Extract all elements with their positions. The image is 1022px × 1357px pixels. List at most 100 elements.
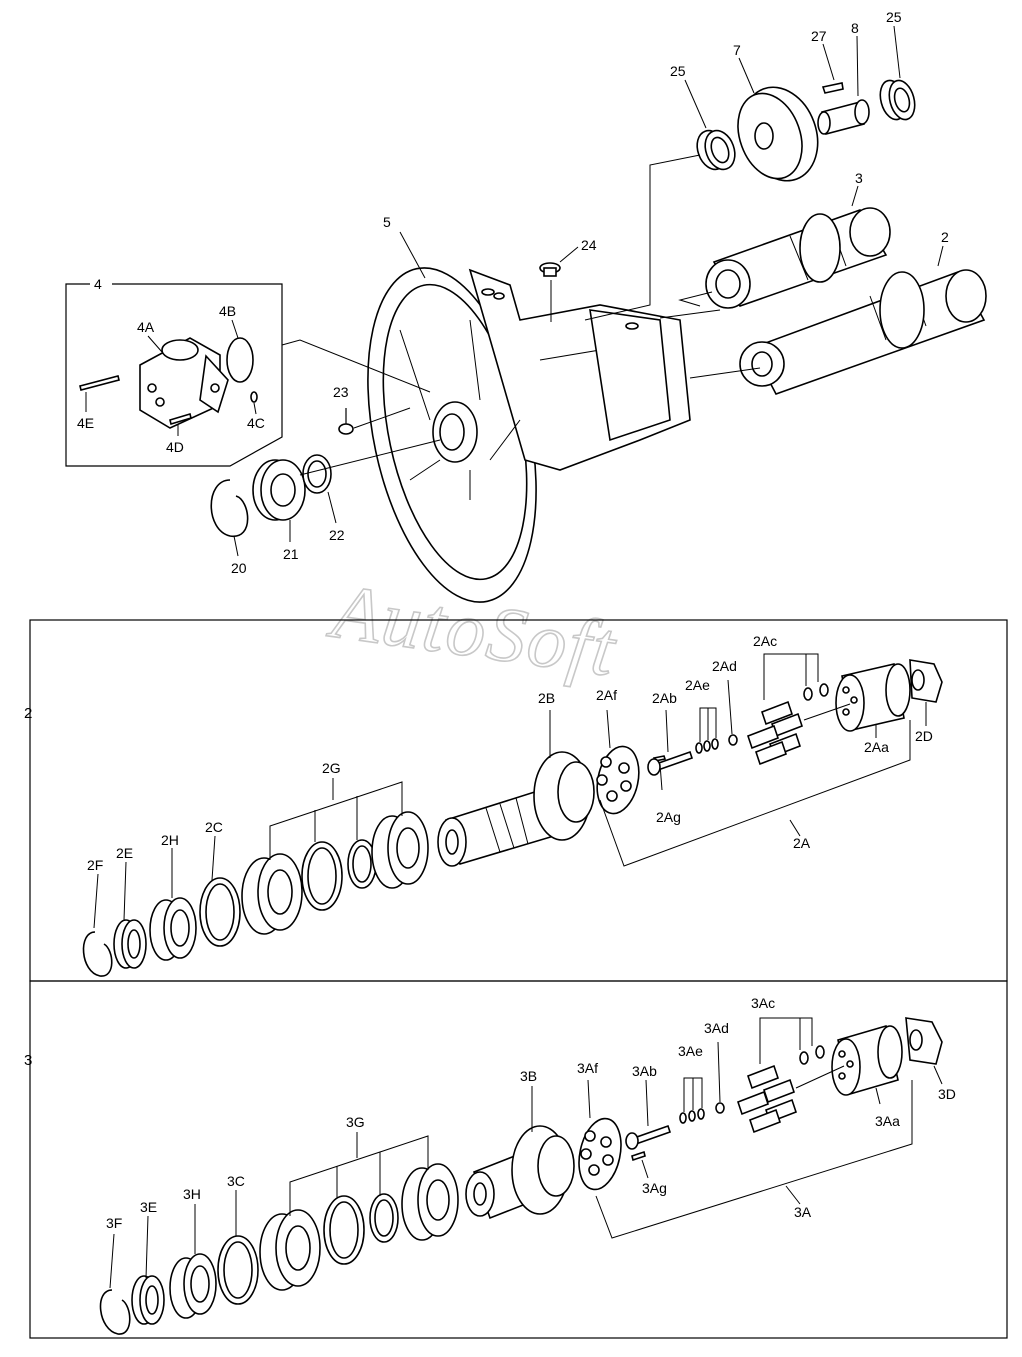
pistons-2Ac (746, 683, 829, 766)
label-3Ac: 3Ac (751, 995, 775, 1011)
label-3Ab: 3Ab (632, 1063, 657, 1079)
label-4: 4 (94, 276, 102, 292)
label-8: 8 (851, 20, 859, 36)
bolt-4E (79, 375, 120, 391)
springs-2Ae (695, 738, 719, 754)
label-4A: 4A (137, 319, 155, 335)
label-4E: 4E (77, 415, 94, 431)
label-3-top: 3 (855, 170, 863, 186)
label-21: 21 (283, 546, 299, 562)
ring-3G-3 (369, 1193, 399, 1243)
label-24: 24 (581, 237, 597, 253)
label-3Af: 3Af (577, 1060, 598, 1076)
label-25-left: 25 (670, 63, 686, 79)
plate-2Af (596, 745, 640, 815)
washer-3Ad (715, 1102, 725, 1114)
ring-3G-2 (323, 1195, 365, 1265)
label-25-right: 25 (886, 9, 902, 25)
shaft-2B (437, 751, 595, 867)
label-2Ae: 2Ae (685, 677, 710, 693)
section-3-label: 3 (24, 1052, 32, 1069)
label-3G: 3G (346, 1114, 365, 1130)
section-2-label: 2 (24, 705, 32, 722)
shaft-assembly-3 (705, 207, 891, 309)
label-2F: 2F (87, 857, 103, 873)
springs-3Ae (679, 1108, 705, 1124)
label-23: 23 (333, 384, 349, 400)
label-3E: 3E (140, 1199, 157, 1215)
circlip-2F (82, 931, 113, 977)
label-3C: 3C (227, 1173, 245, 1189)
plate-3D (905, 1017, 943, 1065)
plate-2D (909, 659, 943, 703)
label-2A: 2A (793, 835, 811, 851)
pump-4A (139, 337, 229, 429)
group-4-frame (65, 283, 283, 467)
label-2Ab: 2Ab (652, 690, 677, 706)
label-2C: 2C (205, 819, 223, 835)
section-3-frame (29, 980, 1008, 1339)
pistons-3Ac (736, 1045, 825, 1134)
label-2Ag: 2Ag (656, 809, 681, 825)
label-2Aa: 2Aa (864, 739, 889, 755)
label-4B: 4B (219, 303, 236, 319)
label-3B: 3B (520, 1068, 537, 1084)
shaft-assembly-2 (739, 269, 987, 395)
bearing-2G-4 (371, 811, 429, 889)
shaft-3B (465, 1125, 575, 1220)
label-5: 5 (383, 214, 391, 230)
bearing-3G-4 (401, 1163, 459, 1241)
ring-2G-3 (347, 839, 377, 889)
label-3Ae: 3Ae (678, 1043, 703, 1059)
label-3Ad: 3Ad (704, 1020, 729, 1036)
ring-2C (199, 877, 241, 947)
oring-4B (226, 337, 254, 383)
label-2E: 2E (116, 845, 133, 861)
bolt-24 (539, 262, 561, 277)
label-7: 7 (733, 42, 741, 58)
bearing-21 (252, 459, 306, 521)
label-2D: 2D (915, 728, 933, 744)
label-3A: 3A (794, 1204, 812, 1220)
bearing-3G-1 (259, 1209, 321, 1291)
pin-2Ab (647, 750, 694, 776)
bearing-2G-1 (241, 853, 303, 935)
bolt-23 (338, 408, 354, 435)
label-3Ag: 3Ag (642, 1180, 667, 1196)
shaft-8 (817, 99, 870, 135)
label-3H: 3H (183, 1186, 201, 1202)
label-22: 22 (329, 527, 345, 543)
label-2Af: 2Af (596, 687, 617, 703)
label-2G: 2G (322, 760, 341, 776)
gear-7 (737, 86, 819, 182)
label-27: 27 (811, 28, 827, 44)
label-2Ad: 2Ad (712, 658, 737, 674)
label-3D: 3D (938, 1086, 956, 1102)
seal-22 (302, 454, 332, 494)
label-4D: 4D (166, 439, 184, 455)
washer-2Ad (728, 734, 738, 746)
nut-2E (113, 919, 147, 969)
label-2-top: 2 (941, 229, 949, 245)
label-2H: 2H (161, 832, 179, 848)
bearing-25a (696, 129, 736, 171)
screw-3Ag (631, 1150, 646, 1162)
bearing-2H (149, 897, 197, 961)
bolt-4D (169, 412, 192, 426)
label-20: 20 (231, 560, 247, 576)
ring-2G-2 (301, 841, 343, 911)
nut-3E (131, 1275, 165, 1325)
housing-5 (367, 267, 691, 603)
label-3F: 3F (106, 1215, 122, 1231)
ring-3C (217, 1235, 259, 1305)
cylinder-3Aa (831, 1024, 903, 1096)
cylinder-2Aa (835, 663, 911, 732)
key-27 (821, 82, 844, 94)
label-4C: 4C (247, 415, 265, 431)
bearing-25b (879, 79, 916, 121)
circlip-3F (99, 1289, 131, 1335)
plate-3Af (578, 1117, 622, 1191)
label-2B: 2B (538, 690, 555, 706)
oring-4C (250, 391, 258, 403)
